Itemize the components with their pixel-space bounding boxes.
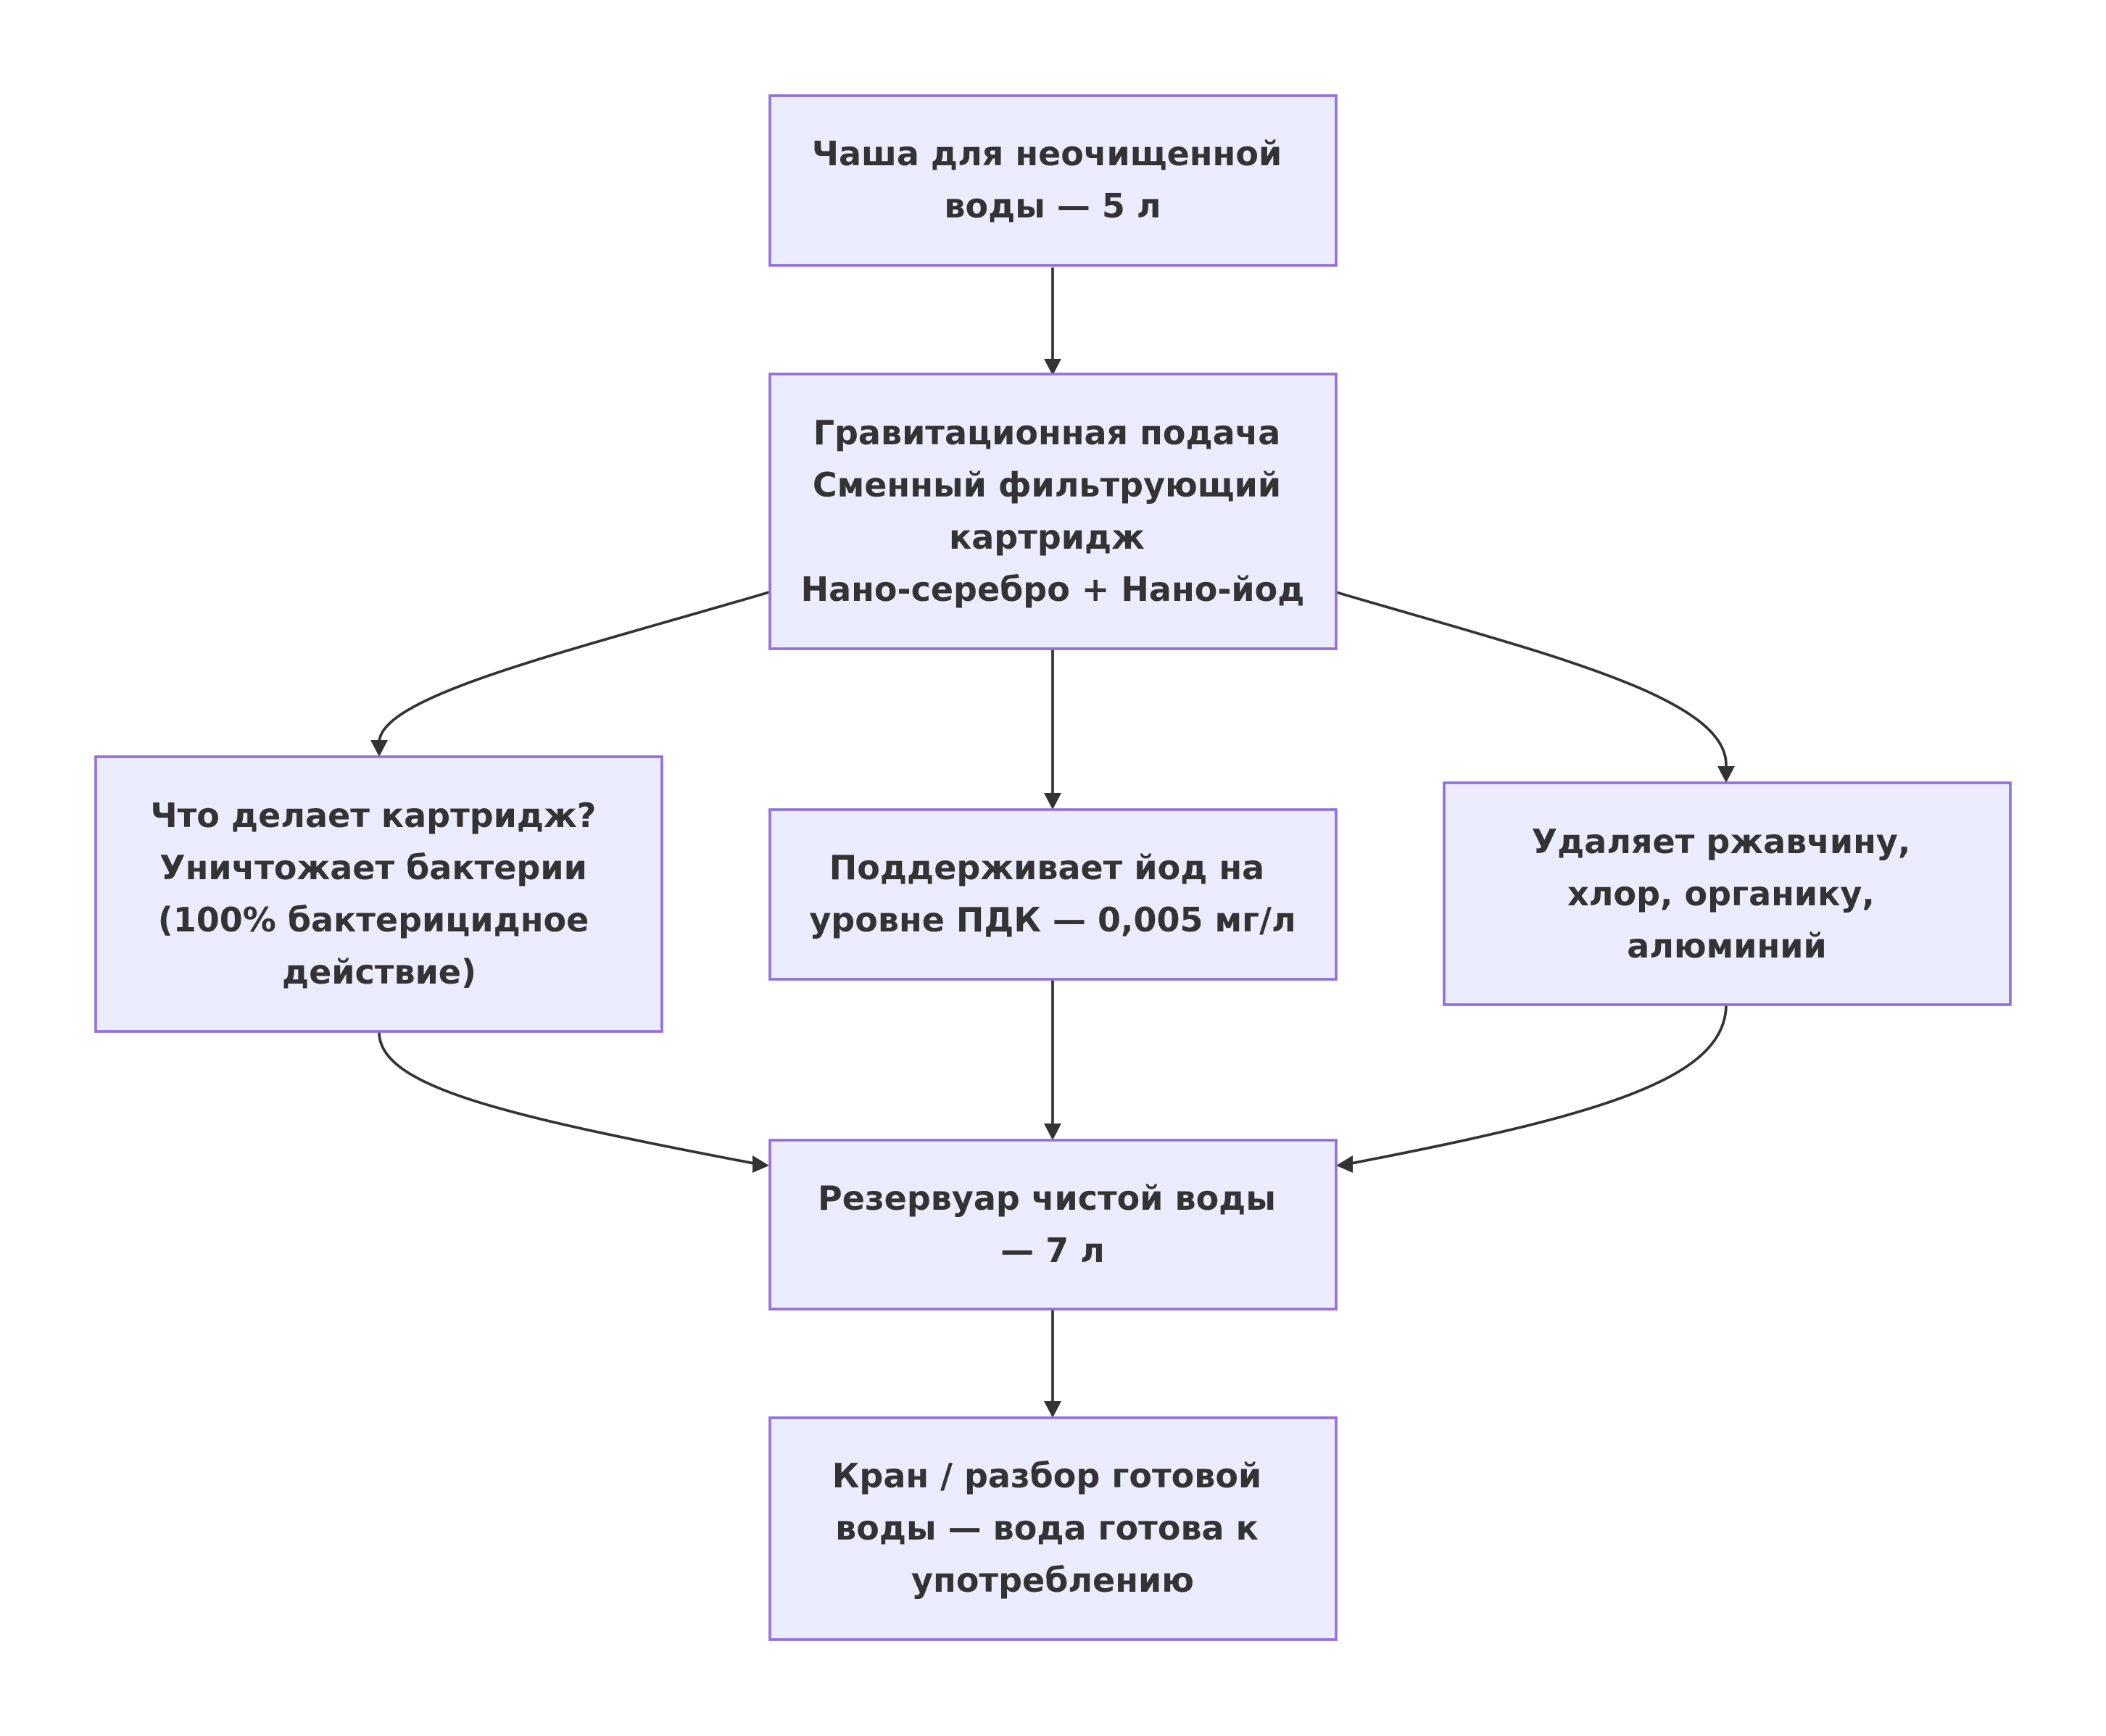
node-iodine: Поддерживает йод на уровне ПДК — 0,005 м… xyxy=(768,808,1338,981)
node-bacteria-text: Что делает картридж? Уничтожает бактерии… xyxy=(150,796,608,992)
arrowhead-reservoir-left xyxy=(753,1155,769,1173)
node-reservoir-text: Резервуар чистой воды — 7 л xyxy=(818,1179,1288,1270)
edge-cartridge-to-removes xyxy=(1335,591,1728,767)
edge-cartridge-to-bacteria xyxy=(378,591,770,744)
node-removes-text: Удаляет ржавчину, хлор, органику, алюмин… xyxy=(1532,822,1923,965)
node-tap: Кран / разбор готовой воды — вода готова… xyxy=(768,1416,1338,1641)
node-cartridge-text: Гравитационная подача Сменный фильтрующи… xyxy=(801,413,1305,609)
arrowhead-tap-top xyxy=(1044,1401,1061,1418)
node-reservoir: Резервуар чистой воды — 7 л xyxy=(768,1139,1338,1311)
arrowhead-cartridge-top xyxy=(1044,359,1061,375)
node-removes: Удаляет ржавчину, хлор, органику, алюмин… xyxy=(1443,781,2012,1006)
arrowhead-reservoir-top xyxy=(1044,1124,1061,1140)
arrowhead-removes-top xyxy=(1717,766,1735,783)
node-iodine-text: Поддерживает йод на уровне ПДК — 0,005 м… xyxy=(809,848,1295,939)
node-bacteria: Что делает картридж? Уничтожает бактерии… xyxy=(94,755,663,1033)
arrowhead-bacteria-top xyxy=(370,740,388,757)
node-tap-text: Кран / разбор готовой воды — вода готова… xyxy=(832,1456,1273,1600)
arrowhead-reservoir-right xyxy=(1336,1155,1353,1173)
edge-bacteria-to-reservoir xyxy=(378,1031,755,1165)
node-bowl: Чаша для неочищенной воды — 5 л xyxy=(768,94,1338,267)
edges xyxy=(370,267,1735,1418)
arrowhead-iodine-top xyxy=(1044,793,1061,810)
edge-removes-to-reservoir xyxy=(1351,1004,1728,1165)
node-bowl-text: Чаша для неочищенной воды — 5 л xyxy=(812,134,1293,225)
node-cartridge: Гравитационная подача Сменный фильтрующи… xyxy=(768,373,1338,650)
